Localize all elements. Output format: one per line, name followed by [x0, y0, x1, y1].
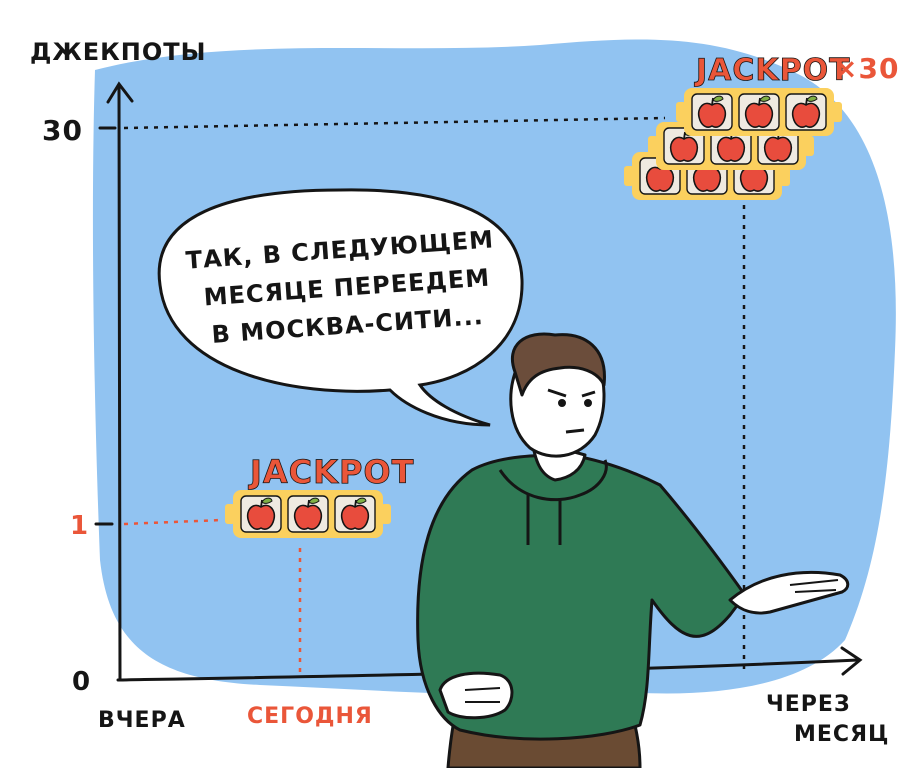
jackpot-label-today: JACKPOT — [248, 453, 414, 491]
eyebrow-right — [581, 390, 596, 398]
fingers-right — [789, 579, 839, 593]
hoodie-hood — [498, 459, 608, 502]
y-axis-line — [117, 86, 122, 682]
eye-right — [584, 399, 592, 407]
x-axis-arrow — [840, 646, 863, 676]
slot-machine-icon-today: JACKPOT — [225, 453, 414, 538]
x-label-yesterday: ВЧЕРА — [98, 708, 186, 733]
y-axis-arrow — [106, 81, 134, 104]
guide-1-horizontal — [123, 518, 223, 526]
x-label-today: СЕГОДНЯ — [247, 704, 373, 729]
speech-bubble-icon: ТАК, В СЛЕДУЮЩЕМ МЕСЯЦЕ ПЕРЕЕДЕМ В МОСКВ… — [157, 188, 524, 427]
jackpot-label-month: JACKPOT — [694, 53, 851, 88]
presenter-character — [416, 332, 850, 768]
eyebrow-left — [547, 388, 567, 398]
hoodie-body — [416, 453, 747, 741]
x-label-month-line1: ЧЕРЕЗ — [766, 692, 851, 717]
guide-30-horizontal — [123, 116, 666, 130]
y-tick-label-0: 0 — [72, 667, 91, 697]
y-tick-label-1: 1 — [70, 511, 89, 541]
fingers-left — [464, 687, 501, 703]
y-tick-label-30: 30 — [42, 114, 83, 147]
hand-left — [438, 671, 514, 720]
hair — [510, 332, 606, 397]
multiplier-label: ×30 — [834, 52, 899, 85]
eye-left — [558, 399, 566, 407]
y-axis-title: ДЖЕКПОТЫ — [30, 38, 207, 66]
x-label-month-line2: МЕСЯЦ — [794, 722, 889, 747]
mouth — [565, 428, 585, 434]
slot-machine-icon-stack: JACKPOT ×30 — [624, 52, 899, 200]
